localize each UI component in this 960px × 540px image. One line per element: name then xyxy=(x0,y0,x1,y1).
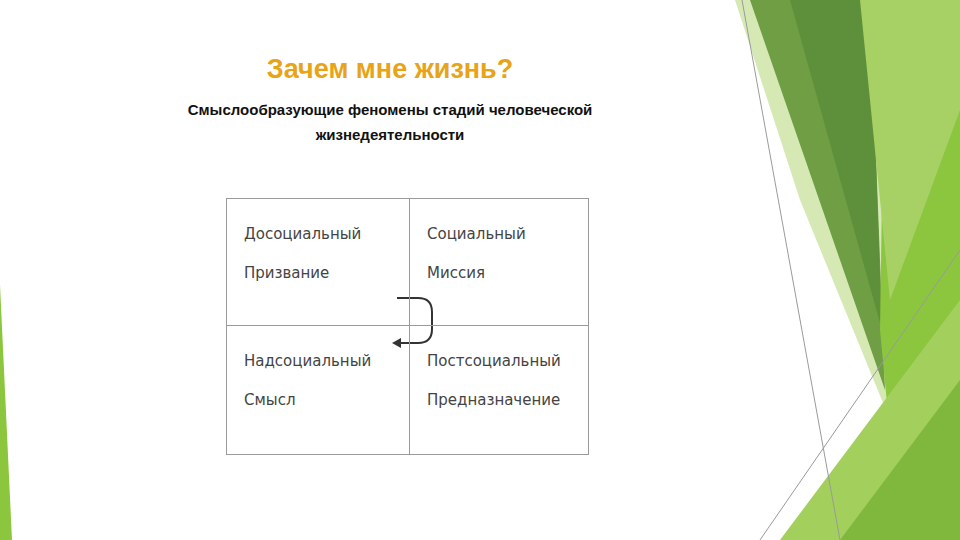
stage-cell: ПостсоциальныйПредназначение xyxy=(409,325,589,455)
cycle-arrow xyxy=(397,298,432,343)
bottom-triangle-dark xyxy=(840,380,960,540)
slide-title: Зачем мне жизнь? xyxy=(160,54,620,85)
stage-name: Досоциальный xyxy=(244,225,361,243)
bottom-triangle xyxy=(780,300,960,540)
stage-phenomenon: Миссия xyxy=(427,264,485,282)
stage-cell: СоциальныйМиссия xyxy=(409,198,589,326)
thin-line xyxy=(742,0,840,540)
stage-cell: ДосоциальныйПризвание xyxy=(226,198,410,326)
left-triangle xyxy=(0,285,12,540)
dark-band xyxy=(750,0,885,390)
stage-cell: НадсоциальныйСмысл xyxy=(226,325,410,455)
stage-name: Социальный xyxy=(427,225,526,243)
arrow-head xyxy=(392,338,401,348)
subtitle: Смыслообразующие феномены стадий человеч… xyxy=(160,97,620,147)
stage-name: Постсоциальный xyxy=(427,352,561,370)
light-band xyxy=(860,0,960,300)
thin-line xyxy=(760,250,960,540)
stage-name: Надсоциальный xyxy=(244,352,371,370)
stage-phenomenon: Предназначение xyxy=(427,391,560,409)
stage-phenomenon: Призвание xyxy=(244,264,329,282)
stage-phenomenon: Смысл xyxy=(244,391,295,409)
